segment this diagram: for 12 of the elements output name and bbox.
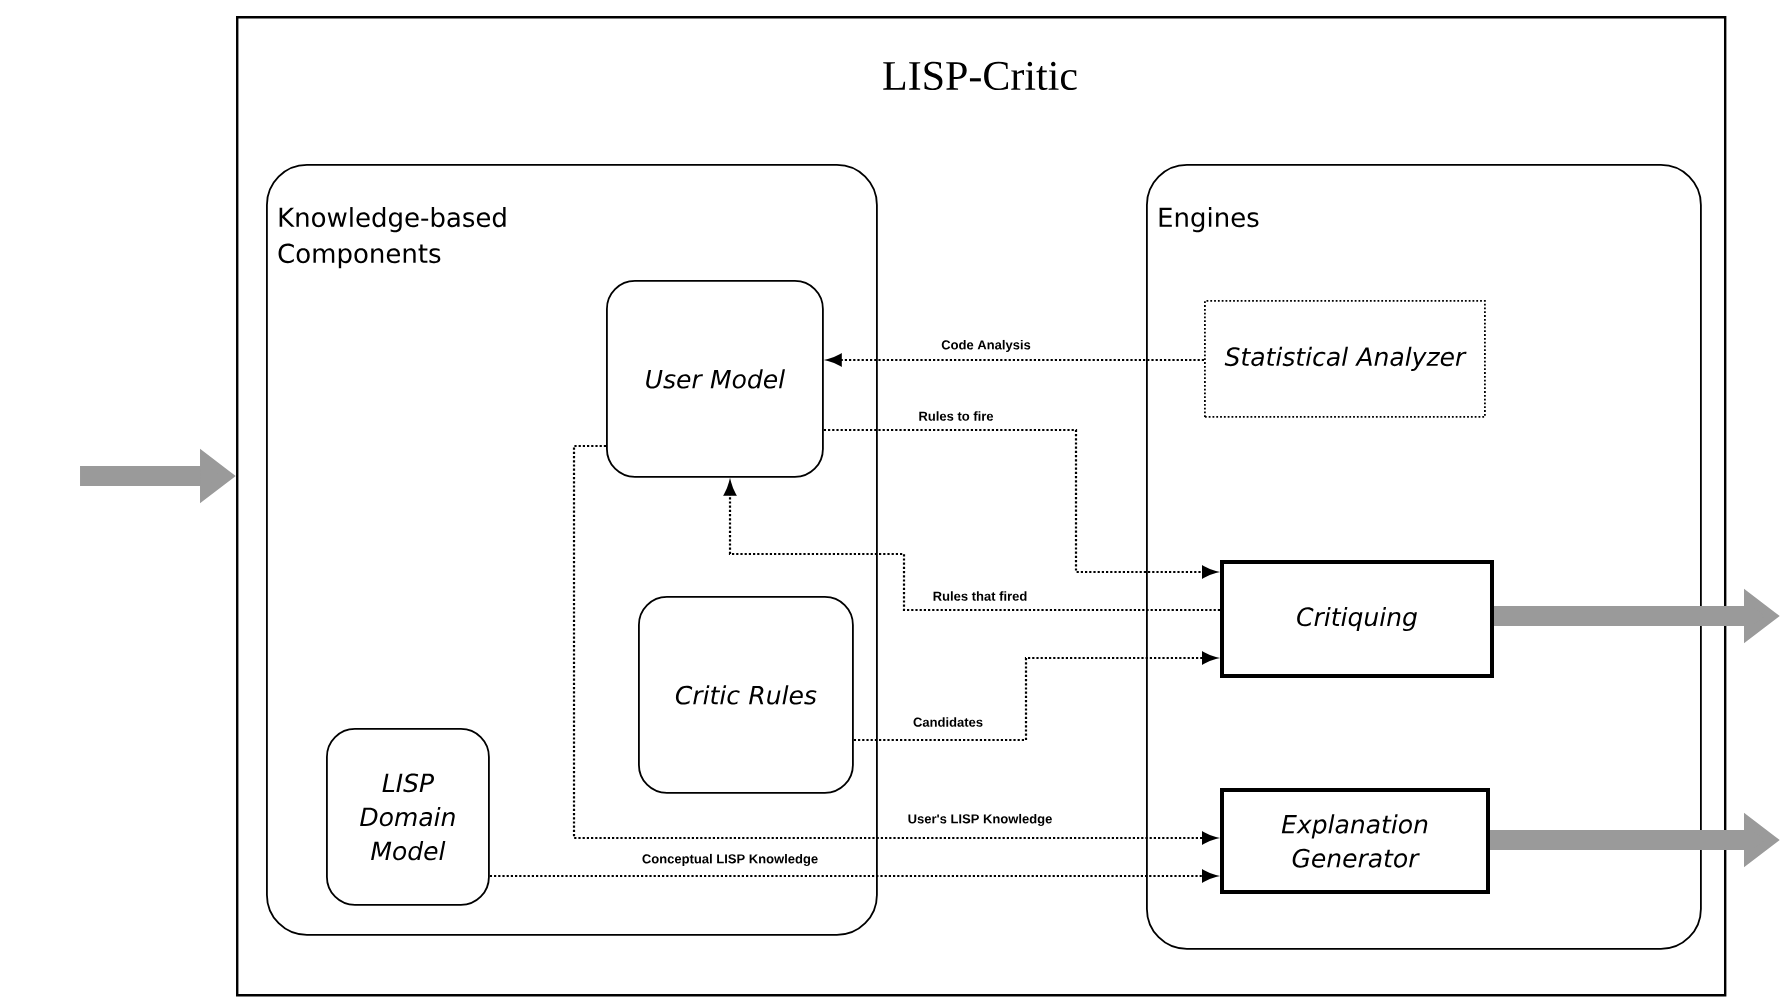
arrow [827, 353, 1204, 367]
engine-box: Statistical Analyzer [1204, 300, 1486, 418]
component-box: LISP Domain Model [326, 728, 490, 906]
component-box: User Model [606, 280, 824, 478]
arrow [489, 869, 1217, 883]
arrow [572, 444, 1217, 845]
component-box: Critic Rules [638, 596, 854, 794]
arrow [823, 428, 1217, 579]
arrow [723, 481, 1220, 612]
arrow [853, 651, 1217, 742]
engine-box: Critiquing [1220, 560, 1494, 678]
engine-box: Explanation Generator [1220, 788, 1490, 894]
